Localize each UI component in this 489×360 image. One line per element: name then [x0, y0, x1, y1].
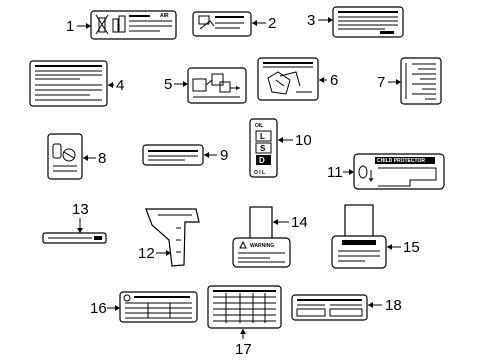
callout-16: 16: [90, 300, 120, 317]
callout-11: 11: [327, 164, 354, 181]
callout-7: 7: [377, 74, 401, 91]
label-6: [257, 57, 319, 101]
callout-2: 2: [252, 15, 276, 32]
callout-11-number: 11: [327, 164, 343, 181]
oil-top-text: OIL: [255, 123, 263, 129]
label-15: [331, 204, 387, 269]
callout-9: 9: [204, 147, 228, 164]
callout-3: 3: [307, 12, 333, 29]
callout-1: 1: [66, 18, 91, 35]
callout-17: 17: [235, 329, 252, 358]
label-1: AIR: [90, 10, 177, 40]
callout-8: 8: [83, 150, 106, 167]
oil-letter-d: D: [259, 156, 265, 165]
callout-4-number: 4: [116, 77, 124, 94]
callout-14-number: 14: [291, 214, 308, 231]
label-12: [145, 208, 200, 267]
callout-10: 10: [278, 132, 312, 149]
callout-18-number: 18: [385, 297, 402, 314]
label-10: OIL L S D O I L: [249, 118, 278, 178]
callout-2-number: 2: [268, 15, 276, 32]
callout-5: 5: [164, 76, 188, 93]
label-9: [142, 144, 204, 166]
label-4: [29, 60, 108, 107]
callout-3-number: 3: [307, 12, 315, 29]
label-16: [119, 291, 198, 323]
label-2: [192, 11, 252, 37]
label-11: CHILD PROTECTOR: [353, 153, 445, 190]
callout-5-number: 5: [164, 76, 172, 93]
label-17: [207, 285, 282, 329]
air-mark-text: AIR: [160, 13, 169, 19]
label-8: [47, 133, 83, 180]
callout-18: 18: [368, 297, 402, 314]
child-protector-text: CHILD PROTECTOR: [377, 158, 425, 164]
callout-7-number: 7: [377, 74, 385, 91]
callout-14: 14: [273, 214, 308, 231]
callout-1-number: 1: [66, 18, 74, 35]
callout-15-number: 15: [403, 239, 420, 256]
label-7: [400, 57, 442, 105]
oil-bottom-text: O I L: [254, 170, 265, 176]
oil-letter-s: S: [260, 144, 266, 153]
callout-17-number: 17: [235, 341, 252, 358]
callout-15: 15: [387, 239, 420, 256]
callout-13: 13: [72, 201, 89, 233]
callout-6: 6: [319, 72, 338, 89]
callout-12: 12: [138, 245, 171, 262]
callout-6-number: 6: [330, 72, 338, 89]
label-5: [187, 67, 247, 104]
label-14: WARNING: [232, 206, 291, 268]
warning-text: WARNING: [250, 243, 274, 249]
label-18: [291, 294, 368, 321]
label-3: [332, 6, 404, 38]
callout-16-number: 16: [90, 300, 107, 317]
callout-8-number: 8: [98, 150, 106, 167]
callout-13-number: 13: [72, 201, 89, 218]
callout-4: 4: [108, 77, 124, 94]
oil-letter-l: L: [260, 132, 265, 141]
label-13: [42, 232, 107, 244]
callout-10-number: 10: [295, 132, 312, 149]
callout-12-number: 12: [138, 245, 155, 262]
callout-9-number: 9: [220, 147, 228, 164]
